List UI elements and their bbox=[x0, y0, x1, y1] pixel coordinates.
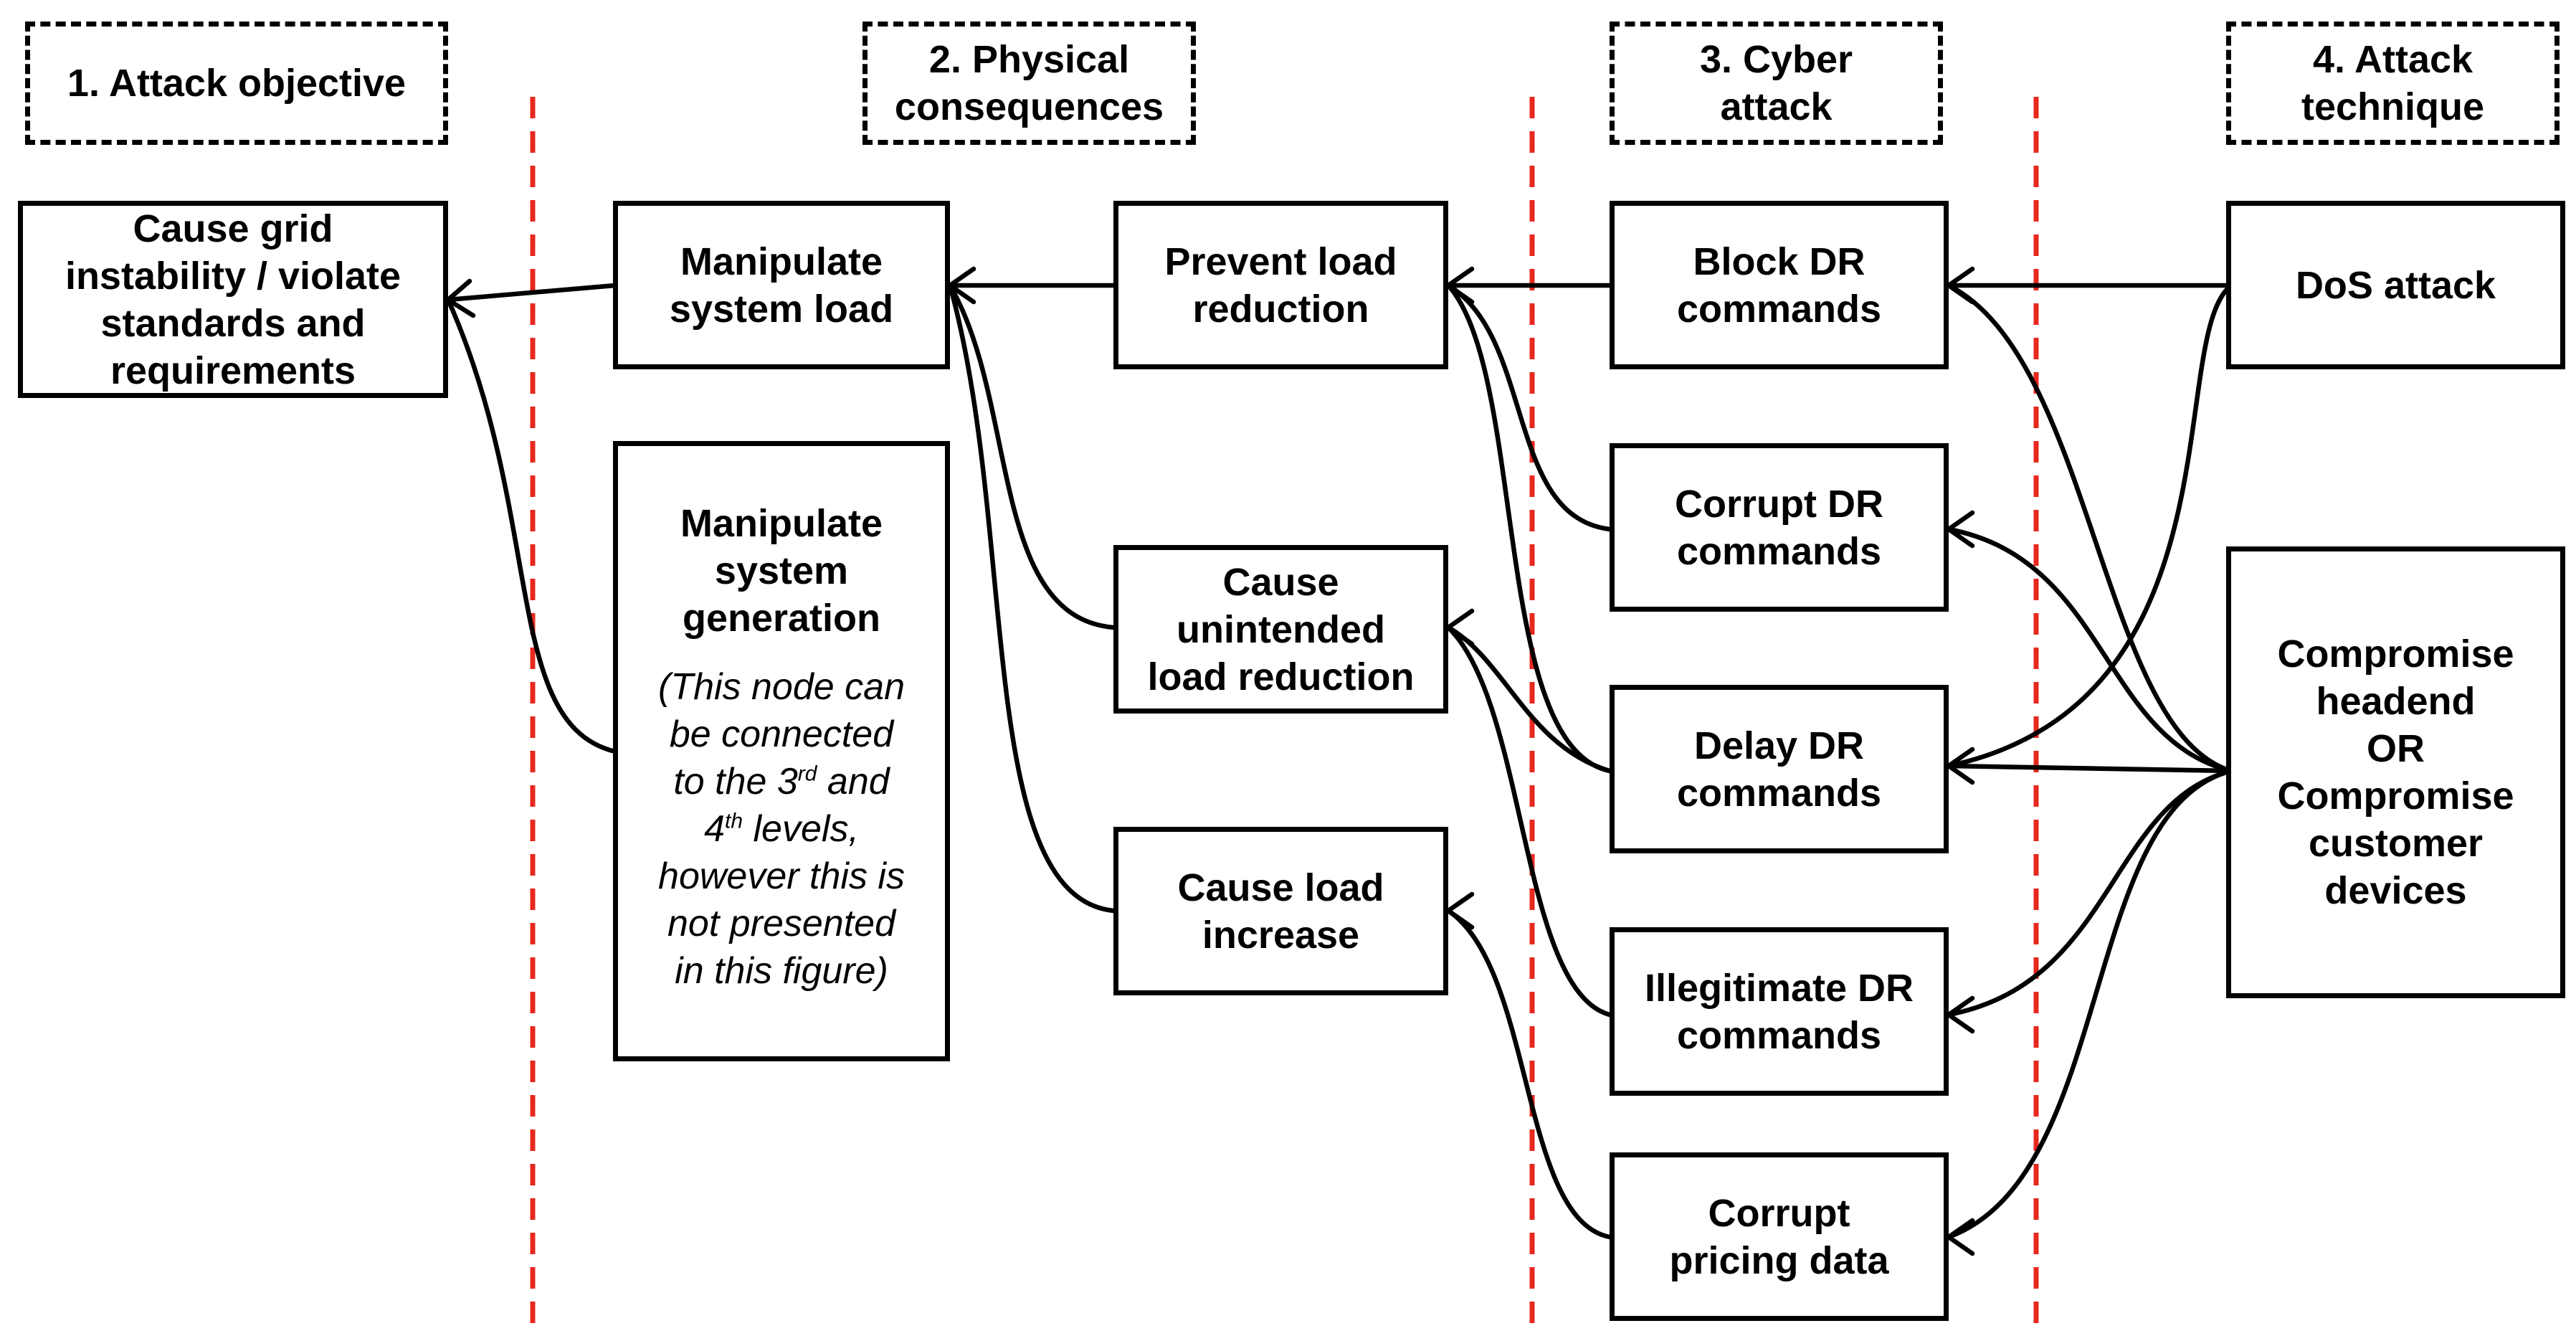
node-manipulate-system-load: Manipulate system load bbox=[613, 201, 950, 369]
edge-comp-to-block bbox=[1946, 283, 2234, 774]
node-dos-attack: DoS attack bbox=[2226, 201, 2565, 369]
edge-unintended-to-load bbox=[947, 283, 1116, 630]
node-compromise: Compromise headend OR Compromise custome… bbox=[2226, 546, 2565, 998]
edge-comp-to-corrupt bbox=[1946, 526, 2234, 774]
edge-generation-to-objective bbox=[445, 297, 618, 754]
node-attack-objective: Cause grid instability / violate standar… bbox=[18, 201, 448, 398]
edge-dos-to-delay bbox=[1946, 283, 2234, 769]
header-attack-technique: 4. Attack technique bbox=[2226, 22, 2560, 145]
arrowhead-delay-dr bbox=[1946, 747, 1975, 785]
edge-delay-to-prevent bbox=[1445, 283, 1612, 774]
arrowhead-illegitimate-dr bbox=[1946, 995, 1975, 1034]
note-line-3: to the 3rd and bbox=[673, 761, 890, 802]
node-illegitimate-dr-commands: Illegitimate DR commands bbox=[1610, 927, 1949, 1096]
arrowhead-block-dr bbox=[1946, 266, 1975, 305]
node-cause-unintended-load-reduction: Cause unintended load reduction bbox=[1113, 545, 1448, 714]
arrowhead-load-increase bbox=[1445, 891, 1475, 930]
edge-comp-to-illegitimate bbox=[1946, 768, 2234, 1018]
node-corrupt-pricing-data: Corrupt pricing data bbox=[1610, 1152, 1949, 1321]
edge-comp-to-delay bbox=[1946, 763, 2234, 774]
node-prevent-load-reduction: Prevent load reduction bbox=[1113, 201, 1448, 369]
edge-illegitimate-to-unintended bbox=[1445, 625, 1612, 1018]
node-delay-dr-commands: Delay DR commands bbox=[1610, 685, 1949, 853]
note-line-4: 4th levels, bbox=[704, 808, 859, 850]
edge-comp-to-pricing bbox=[1946, 768, 2234, 1240]
header-physical-consequences: 2. Physical consequences bbox=[862, 22, 1196, 145]
generation-note: (This node can be connected to the 3rd a… bbox=[658, 666, 905, 992]
header-cyber-attack: 3. Cyber attack bbox=[1610, 22, 1943, 145]
edge-load-to-objective bbox=[445, 283, 618, 303]
edge-pricing-to-increase bbox=[1445, 908, 1612, 1240]
arrowhead-prevent-reduction bbox=[1445, 266, 1475, 305]
node-corrupt-dr-commands: Corrupt DR commands bbox=[1610, 443, 1949, 612]
arrowhead-corrupt-pricing bbox=[1946, 1218, 1975, 1256]
arrowhead-manipulate-load bbox=[947, 266, 976, 305]
node-cause-load-increase: Cause load increase bbox=[1113, 827, 1448, 995]
arrowhead-corrupt-dr bbox=[1946, 510, 1975, 549]
header-attack-objective: 1. Attack objective bbox=[25, 22, 448, 145]
node-manipulate-system-generation: Manipulate system generation (This node … bbox=[613, 441, 950, 1061]
arrowhead-unintended-reduction bbox=[1445, 608, 1475, 647]
edge-corrupt-to-prevent bbox=[1445, 283, 1612, 532]
arrowhead-objective bbox=[445, 278, 476, 318]
edge-delay-to-unintended bbox=[1445, 625, 1612, 774]
edge-increase-to-load bbox=[947, 283, 1116, 914]
node-block-dr-commands: Block DR commands bbox=[1610, 201, 1949, 369]
